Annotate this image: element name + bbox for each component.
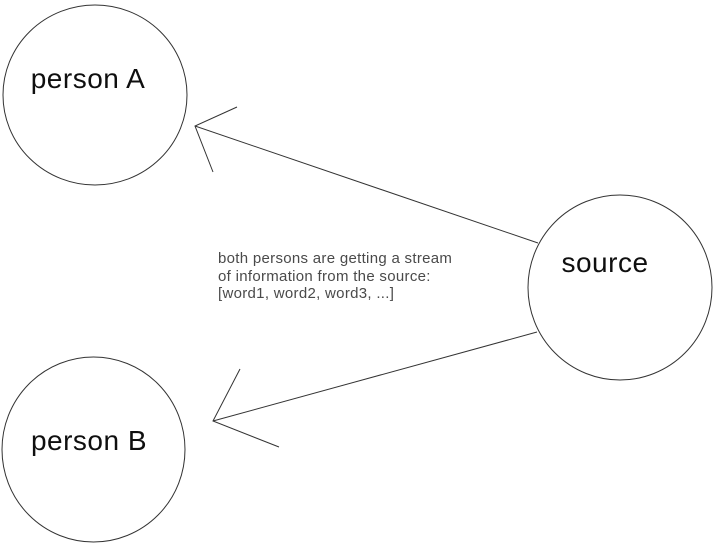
person-a-label: person A xyxy=(31,63,146,94)
caption-line-2: of information from the source: xyxy=(218,268,431,285)
source-label: source xyxy=(561,247,648,278)
person-a-circle xyxy=(2,4,188,186)
caption-line-1: both persons are getting a stream xyxy=(218,250,452,267)
caption-line-3: [word1, word2, word3, ...] xyxy=(218,285,394,302)
arrow-source-to-person-a-head xyxy=(194,106,238,173)
arrow-source-to-person-b-head xyxy=(212,368,280,448)
person-b-label: person B xyxy=(31,425,147,456)
source-circle xyxy=(527,194,713,381)
arrow-source-to-person-a-shaft xyxy=(194,125,539,244)
arrow-source-to-person-b-shaft xyxy=(212,331,538,422)
person-b-circle xyxy=(1,356,186,543)
